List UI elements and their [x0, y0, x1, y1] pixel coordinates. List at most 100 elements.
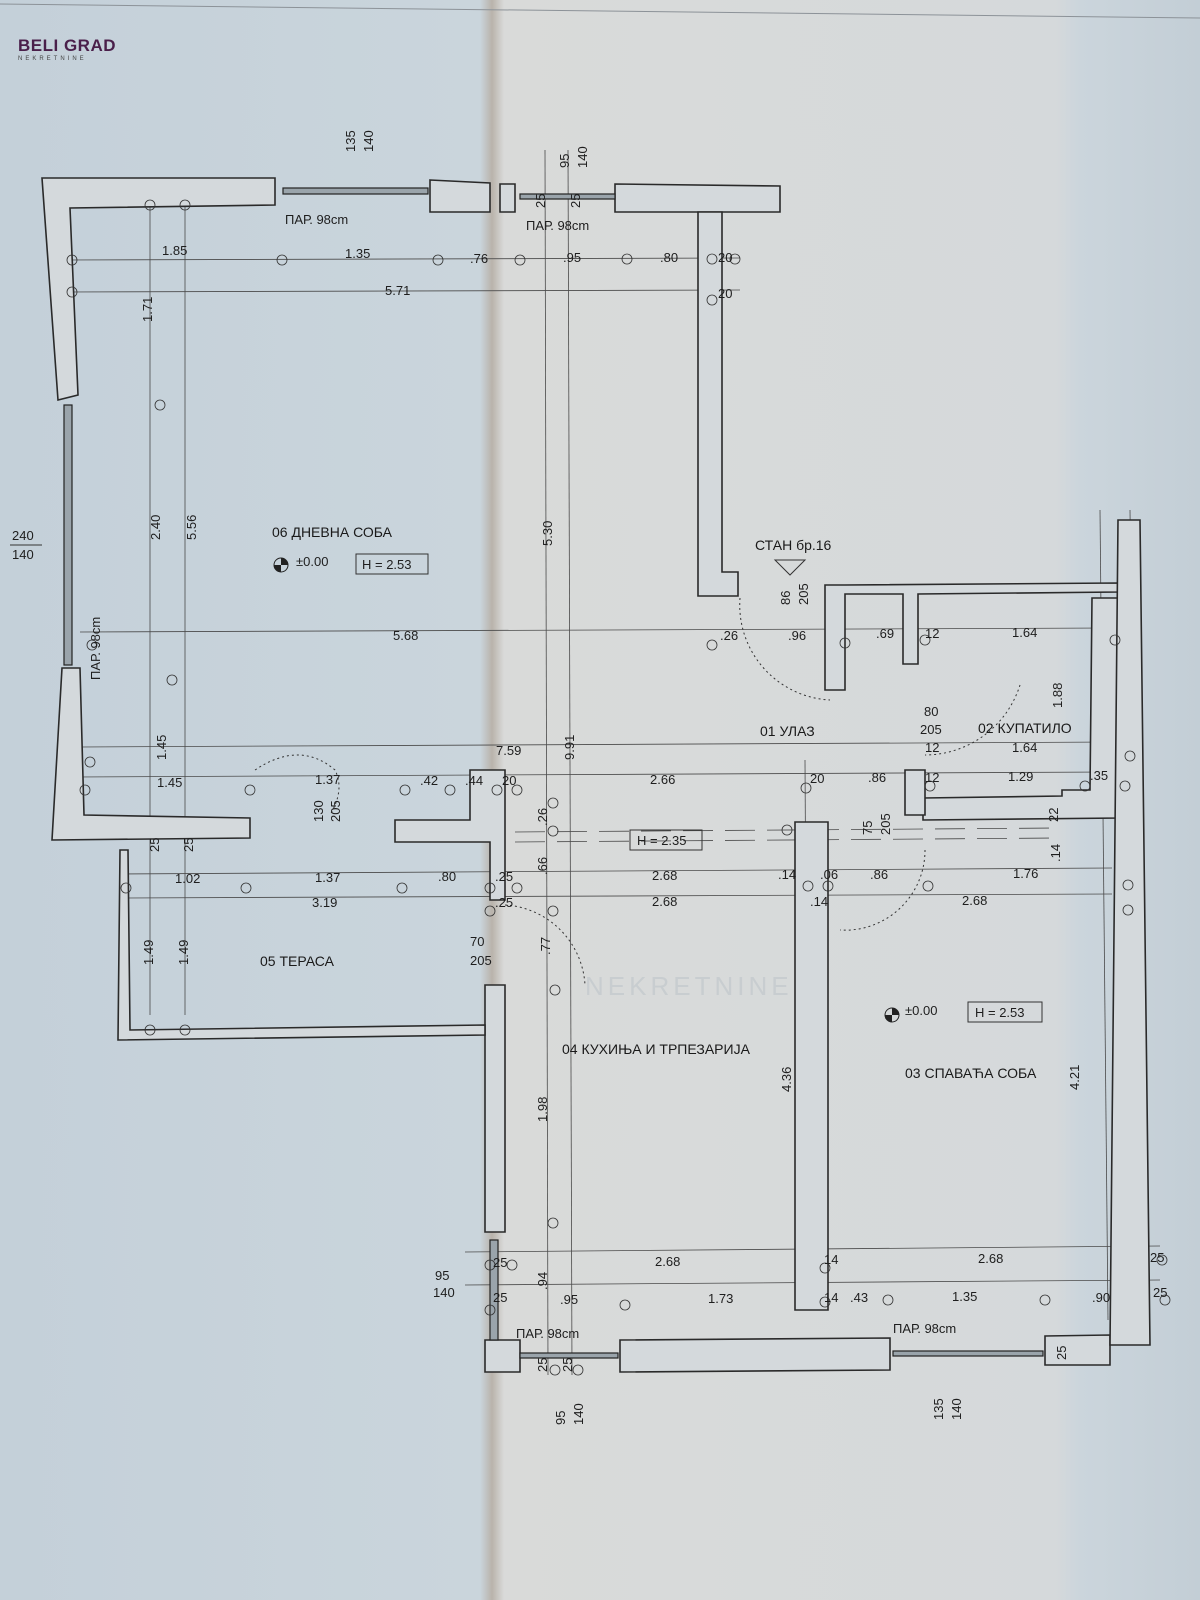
dim-label: .80: [438, 869, 456, 884]
dim-label: 86: [778, 591, 793, 605]
level-value: ±0.00: [296, 554, 328, 569]
dim-label: 1.37: [315, 870, 340, 885]
dim-label: 25: [1153, 1285, 1167, 1300]
dim-label: .25: [495, 869, 513, 884]
dim-label: .43: [850, 1290, 868, 1305]
dim-label: 1.98: [535, 1097, 550, 1122]
dim-label: 240: [12, 528, 34, 543]
height-value: H = 2.35: [637, 833, 687, 848]
dim-label: 2.40: [148, 515, 163, 540]
dim-label: 22: [1046, 808, 1061, 822]
dim-label: .86: [868, 770, 886, 785]
dim-label: .95: [563, 250, 581, 265]
dim-label: .96: [788, 628, 806, 643]
dim-label: 25: [535, 1358, 550, 1372]
dim-label: 5.30: [540, 521, 555, 546]
dim-label: 95: [557, 154, 572, 168]
dim-label: 1.45: [157, 775, 182, 790]
dim-label: 205: [878, 813, 893, 835]
dim-label: 1.29: [1008, 769, 1033, 784]
dim-label: 12: [925, 770, 939, 785]
dim-label: 25: [568, 194, 583, 208]
dim-label: 25: [1054, 1346, 1069, 1360]
window-label: ПАР. 98cm: [526, 218, 589, 233]
window: [282, 187, 429, 195]
window-label: ПАР. 98cm: [893, 1321, 956, 1336]
room-entry-label: 01 УЛАЗ: [760, 723, 815, 739]
dim-label: 205: [328, 800, 343, 822]
dim-label: 4.36: [779, 1067, 794, 1092]
walls: [41, 177, 1151, 1373]
entry-marker-icon: [773, 559, 807, 576]
dim-label: 1.85: [162, 243, 187, 258]
dim-label: .90: [1092, 1290, 1110, 1305]
dim-label: .14: [778, 867, 796, 882]
dim-label: 1.76: [1013, 866, 1038, 881]
dim-label: 12: [925, 740, 939, 755]
dim-label: 205: [920, 722, 942, 737]
beligrad-logo: BELI GRAD NEKRETNINE: [18, 36, 116, 62]
dim-label: 95: [553, 1411, 568, 1425]
room-labels: 06 ДНЕВНА СОБА 01 УЛАЗ 02 КУПАТИЛО 05 ТЕ…: [88, 212, 1072, 1341]
dim-label: 1.71: [140, 297, 155, 322]
room-bathroom-label: 02 КУПАТИЛО: [978, 720, 1072, 736]
horizontal-dimensions: 1.85 1.35 .76 .95 .80 20 20 5.71 5.68 .2…: [10, 243, 1167, 1307]
dim-label: .25: [495, 895, 513, 910]
paper-fold: [0, 3, 1200, 19]
dim-label: .35: [1090, 768, 1108, 783]
axis-markers: [66, 199, 1171, 1376]
room-living-label: 06 ДНЕВНА СОБА: [272, 524, 393, 540]
window: [519, 193, 616, 200]
dim-label: 140: [361, 130, 376, 152]
dim-label: 20: [718, 286, 732, 301]
dim-label: 140: [433, 1285, 455, 1300]
dim-label: .80: [660, 250, 678, 265]
dim-label: .69: [876, 626, 894, 641]
dim-label: 20: [810, 771, 824, 786]
dim-label: 135: [931, 1398, 946, 1420]
dim-label: 3.19: [312, 895, 337, 910]
room-terrace-label: 05 ТЕРАСА: [260, 953, 335, 969]
window: [892, 1350, 1044, 1357]
dim-label: 1.88: [1050, 683, 1065, 708]
dim-label: 7.59: [496, 743, 521, 758]
dim-label: 5.68: [393, 628, 418, 643]
dim-label: 14: [824, 1252, 838, 1267]
dim-label: 9.91: [562, 735, 577, 760]
window: [519, 1352, 619, 1359]
dim-label: 25: [181, 838, 196, 852]
dim-label: 140: [571, 1403, 586, 1425]
dim-label: 130: [311, 800, 326, 822]
dim-label: 1.64: [1012, 740, 1037, 755]
dim-label: 1.35: [952, 1289, 977, 1304]
window: [489, 1239, 499, 1341]
dim-label: 205: [470, 953, 492, 968]
dim-label: 5.56: [184, 515, 199, 540]
dim-label: .26: [535, 808, 550, 826]
dim-label: 2.66: [650, 772, 675, 787]
dim-label: 2.68: [652, 868, 677, 883]
dim-label: 1.73: [708, 1291, 733, 1306]
dim-label: .42: [420, 773, 438, 788]
dim-label: .95: [560, 1292, 578, 1307]
window-label: ПАР. 98cm: [516, 1326, 579, 1341]
dim-label: 2.68: [655, 1254, 680, 1269]
level-value: ±0.00: [905, 1003, 937, 1018]
vertical-dimensions: 135 140 95 140 25 25 1.71 2.40 5.56 5.30…: [140, 130, 1082, 1425]
dim-label: .06: [820, 867, 838, 882]
level-marks: [273, 553, 1043, 1023]
dim-label: 135: [343, 130, 358, 152]
dim-label: 20: [502, 773, 516, 788]
dim-label: 2.68: [978, 1251, 1003, 1266]
dim-label: 1.45: [154, 735, 169, 760]
dim-label: 4.21: [1067, 1065, 1082, 1090]
dim-label: 14: [824, 1290, 838, 1305]
dim-label: 75: [860, 821, 875, 835]
dim-label: 1.64: [1012, 625, 1037, 640]
window: [63, 404, 73, 666]
dim-label: 20: [718, 250, 732, 265]
dim-label: .14: [810, 894, 828, 909]
dim-label: 25: [493, 1255, 507, 1270]
